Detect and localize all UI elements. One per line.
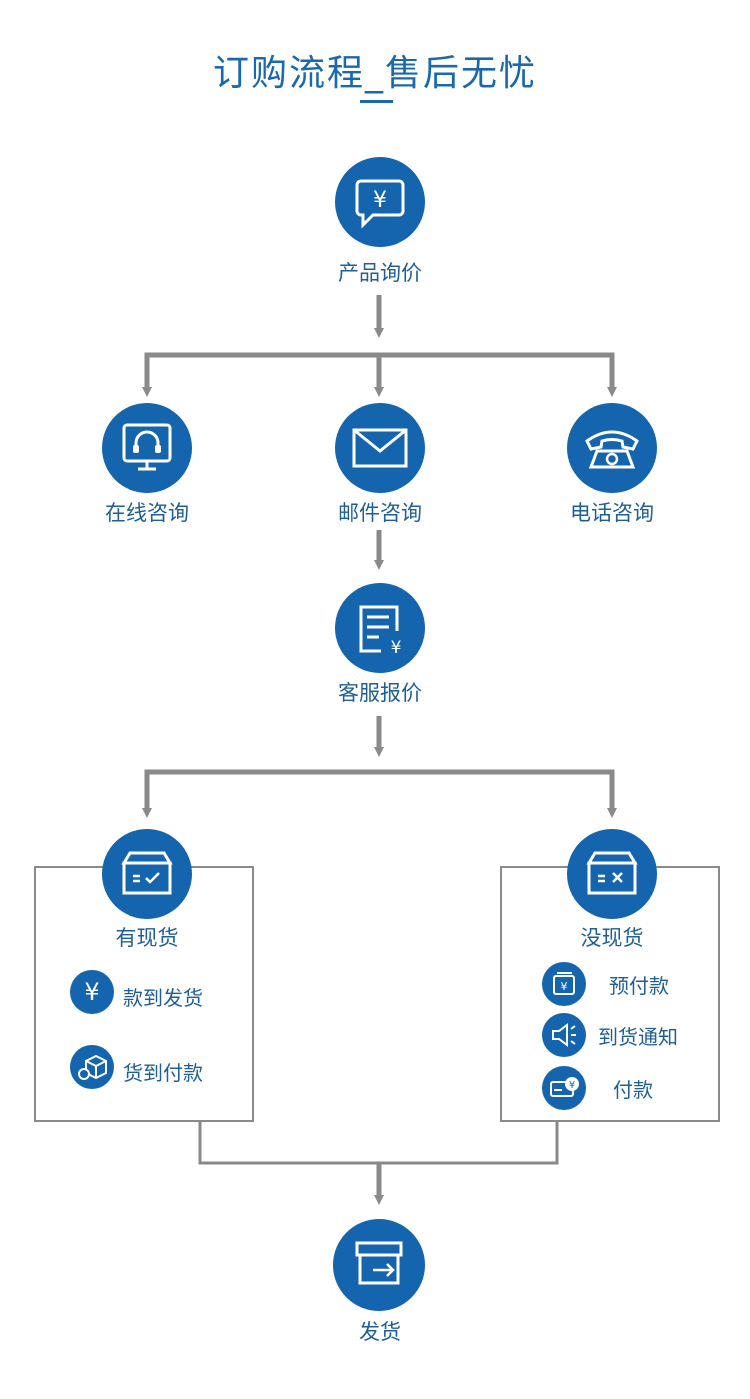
in-stock-option-2: 货到付款 xyxy=(123,1061,203,1085)
out-of-stock-option-3: 付款 xyxy=(613,1078,653,1102)
phone-node xyxy=(567,403,657,493)
inquiry-label: 产品询价 xyxy=(338,261,422,285)
headset-monitor-icon xyxy=(122,423,172,471)
out-of-stock-option-1-icon-bg: ¥ xyxy=(542,962,586,1006)
out-of-stock-option-2: 到货通知 xyxy=(598,1025,678,1049)
online-label: 在线咨询 xyxy=(105,501,189,525)
box-check-icon xyxy=(121,851,173,895)
out-of-stock-option-3-icon-bg: ¥ xyxy=(542,1066,586,1110)
yen-icon: ¥ xyxy=(84,978,99,1006)
svg-text:¥: ¥ xyxy=(391,638,402,658)
in-stock-option-1-icon-bg: ¥ xyxy=(70,970,114,1014)
in-stock-label: 有现货 xyxy=(115,926,179,950)
page-title: 订购流程_售后无忧 xyxy=(212,53,537,94)
price-document-icon: ¥ xyxy=(359,605,402,658)
svg-text:¥: ¥ xyxy=(561,980,568,993)
card-coin-icon: ¥ xyxy=(550,1077,579,1097)
out-of-stock-node xyxy=(567,829,657,919)
in-stock-option-1: 款到发货 xyxy=(123,986,203,1010)
online-node xyxy=(102,403,192,493)
svg-text:¥: ¥ xyxy=(84,978,99,1006)
envelope-icon xyxy=(352,428,408,468)
email-label: 邮件咨询 xyxy=(338,501,422,525)
box-x-icon xyxy=(586,851,638,895)
out-of-stock-option-1: 预付款 xyxy=(609,974,669,998)
speaker-icon xyxy=(552,1023,576,1047)
out-of-stock-label: 没现货 xyxy=(580,926,644,950)
telephone-icon xyxy=(585,430,639,469)
in-stock-option-2-icon-bg xyxy=(70,1045,114,1089)
quote-node: ¥ xyxy=(335,583,425,673)
email-node xyxy=(335,403,425,493)
split-line-2 xyxy=(144,769,615,810)
phone-label: 电话咨询 xyxy=(570,501,654,525)
ship-node xyxy=(333,1219,425,1311)
wallet-icon: ¥ xyxy=(553,972,575,995)
out-of-stock-option-2-icon-bg xyxy=(542,1013,586,1057)
inquiry-node: ¥ xyxy=(335,157,425,247)
in-stock-node xyxy=(102,829,192,919)
ship-label: 发货 xyxy=(359,1320,401,1344)
quote-label: 客服报价 xyxy=(338,681,422,705)
yen-chat-icon: ¥ xyxy=(355,179,405,229)
svg-text:¥: ¥ xyxy=(569,1080,575,1091)
box-arrow-icon xyxy=(355,1241,403,1285)
title-underline xyxy=(360,100,393,103)
package-icon xyxy=(78,1054,107,1080)
svg-text:¥: ¥ xyxy=(373,188,387,213)
merge-line xyxy=(198,1120,559,1165)
